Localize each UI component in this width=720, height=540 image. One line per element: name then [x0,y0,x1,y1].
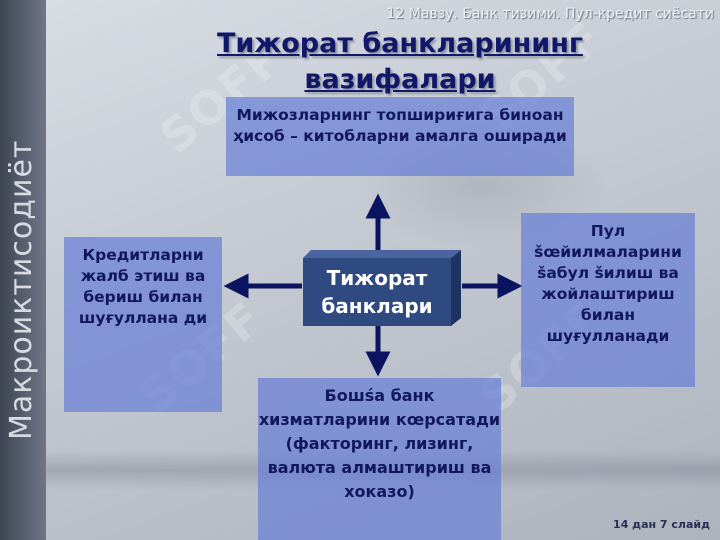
center-box-label: Тижорат банклари [303,258,451,326]
center-box-3d-edge [303,250,461,326]
center-label-line1: Тижорат [326,266,428,290]
function-box-credits: Кредитларни жалб этиш ва бериш билан шуғ… [64,237,222,412]
slide-counter: 14 дан 7 слайд [613,518,710,531]
function-box-other-services: Бошśа банк хизматларини кœрсатади (факто… [258,378,501,540]
page-title: Тижорат банкларининг вазифалари [217,28,583,95]
center-label-line2: банклари [321,294,433,318]
sidebar: Макроиктисодиёт [0,0,46,540]
function-box-deposits: Пул šœйилмаларини šабул šилиш ва жойлашт… [521,213,695,387]
center-box-commercial-banks: Тижорат банклари [303,250,461,326]
topic-subtitle: 12 Мавзу. Банк тизими. Пул-кредит сиёсат… [386,6,715,22]
function-box-settlements: Мижозларнинг топшириғига биноан ҳисоб – … [226,97,574,176]
